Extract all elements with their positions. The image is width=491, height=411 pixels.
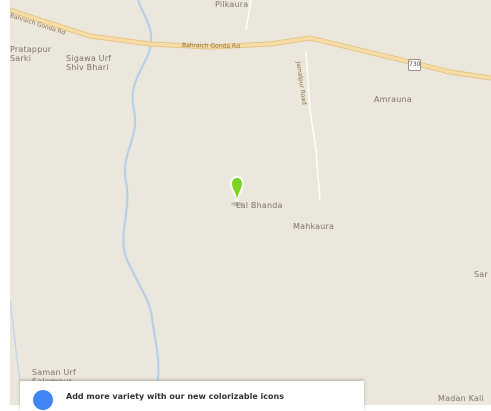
banner-icon (33, 390, 53, 410)
minor-road (305, 51, 321, 201)
road-label-main-center: Bahraich Gonda Rd (181, 42, 240, 51)
place-label-east: Amrauna (374, 95, 412, 104)
place-label-left: Pratappur Sarki (10, 45, 52, 63)
highway (10, 8, 491, 80)
place-label-pin: Lal Bhanda (236, 201, 283, 210)
place-label-south: Mahkaura (293, 222, 335, 231)
map-pin-icon[interactable] (229, 175, 245, 207)
banner-text: Add more variety with our new colorizabl… (66, 392, 284, 401)
route-shield: 730 (408, 59, 421, 71)
info-banner[interactable]: Add more variety with our new colorizabl… (20, 381, 364, 411)
river (122, 0, 160, 405)
place-label-top: Pilkaura (215, 0, 249, 9)
map-canvas[interactable]: Bahraich Gonda Rd Bahraich Gonda Rd Jama… (10, 0, 491, 405)
place-label-sigawa: Sigawa Urf Shiv Bhari (66, 54, 112, 72)
map-base-layer (10, 0, 491, 405)
minor-road (245, 0, 252, 31)
place-label-right-edge: Sar (474, 270, 488, 279)
place-label-bottom-right: Madan Kali (438, 394, 484, 403)
